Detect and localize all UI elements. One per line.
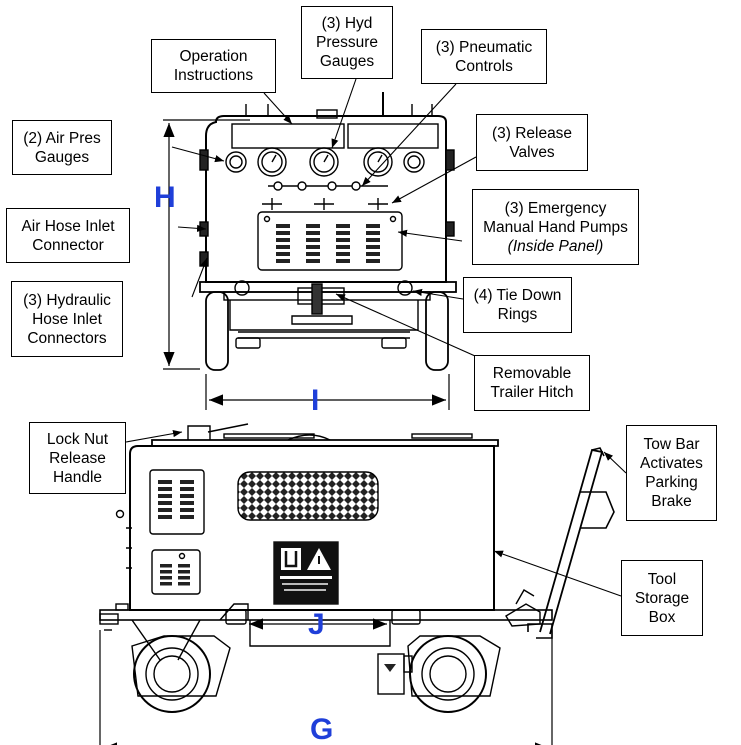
callout-hyd-pressure-gauges: (3) Hyd Pressure Gauges — [301, 6, 393, 79]
callout-tie-down-rings: (4) Tie Down Rings — [463, 277, 572, 333]
dimension-lines — [99, 119, 553, 745]
callout-line: (3) Release — [491, 124, 573, 142]
dimension-label-h: H — [154, 181, 176, 214]
callout-line: Tow Bar — [643, 436, 700, 453]
callout-line: Storage — [634, 589, 690, 607]
callout-line: Box — [648, 608, 676, 626]
callout-line: Connector — [32, 236, 104, 254]
callout-line: (4) Tie Down — [473, 287, 562, 304]
callout-line: Activates — [640, 455, 703, 472]
air-gauge-right — [403, 151, 425, 173]
callout-release-valves: (3) Release Valves — [476, 114, 588, 171]
callout-operation-instructions: Operation Instructions — [151, 39, 276, 93]
callout-line: Trailer Hitch — [490, 384, 574, 401]
callout-line: (3) Hyd — [321, 15, 373, 32]
callout-line: Pressure — [315, 34, 379, 51]
callout-line: (Inside Panel) — [507, 237, 604, 255]
callout-line: (3) Pneumatic — [435, 38, 533, 56]
callout-tool-storage-box: Tool Storage Box — [621, 560, 703, 636]
dimension-label-i: I — [311, 384, 320, 417]
callout-line: (3) Emergency — [504, 199, 607, 217]
callout-line: Controls — [455, 57, 513, 75]
front-view — [199, 92, 457, 371]
callout-line: Rings — [497, 306, 538, 323]
callout-line: Removable — [492, 365, 572, 382]
callout-removable-trailer-hitch: Removable Trailer Hitch — [474, 355, 590, 411]
callout-line: Gauges — [319, 53, 375, 70]
air-gauge-left — [225, 151, 247, 173]
callout-air-pres-gauges: (2) Air Pres Gauges — [12, 120, 112, 175]
callout-line: Hose Inlet — [32, 310, 102, 328]
callout-line: Valves — [509, 143, 555, 161]
callout-line: Instructions — [173, 67, 254, 84]
callout-line: Air Hose Inlet — [21, 217, 115, 235]
callout-emergency-hand-pumps: (3) Emergency Manual Hand Pumps (Inside … — [472, 189, 639, 265]
callout-line: Handle — [52, 468, 103, 486]
hyd-gauge-2 — [309, 147, 339, 177]
callout-line: Release — [49, 449, 106, 467]
callout-line: Brake — [651, 493, 692, 510]
dimension-label-g: G — [310, 713, 334, 745]
hyd-gauge-3 — [363, 147, 393, 177]
callout-line: Tool — [647, 570, 677, 588]
callout-line: (2) Air Pres — [23, 129, 101, 147]
callout-line: Parking — [645, 474, 698, 491]
callout-line: Lock Nut — [46, 430, 109, 448]
callout-air-hose-inlet: Air Hose Inlet Connector — [6, 208, 130, 263]
callout-line: Operation — [179, 48, 248, 65]
hyd-gauge-1 — [257, 147, 287, 177]
callout-line: Manual Hand Pumps — [483, 218, 628, 236]
callout-pneumatic-controls: (3) Pneumatic Controls — [421, 29, 547, 84]
callout-tow-bar-parking-brake: Tow Bar Activates Parking Brake — [626, 425, 717, 521]
callout-line: Gauges — [34, 148, 90, 166]
dimension-label-j: J — [308, 608, 325, 641]
callout-hydraulic-hose-inlet: (3) Hydraulic Hose Inlet Connectors — [11, 281, 123, 357]
callout-line: (3) Hydraulic — [23, 291, 111, 309]
callout-lock-nut-release-handle: Lock Nut Release Handle — [29, 422, 126, 494]
callout-line: Connectors — [27, 329, 107, 347]
side-view — [99, 423, 615, 713]
